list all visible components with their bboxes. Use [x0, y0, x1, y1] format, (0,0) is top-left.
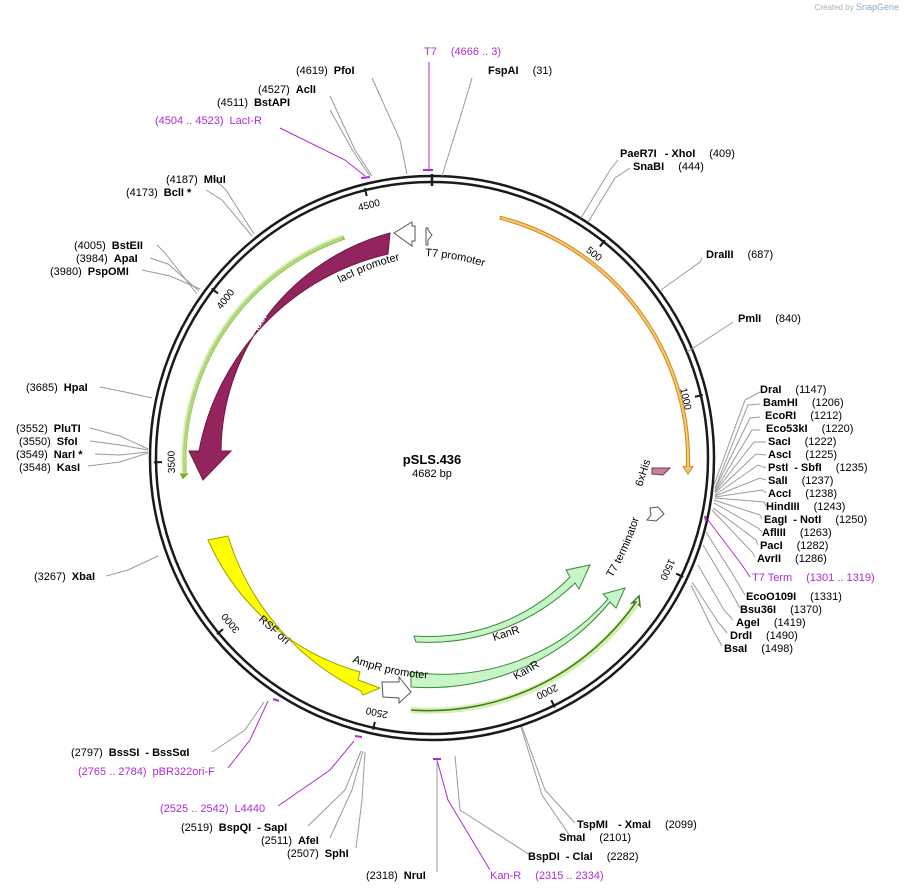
t7-promoter-arrow	[425, 227, 433, 246]
site-hindiii: HindIII(1243)	[766, 501, 845, 513]
scale-tick	[550, 699, 556, 708]
site-sali: SalI(1237)	[768, 475, 833, 487]
ampr-promoter-arrow	[381, 675, 412, 705]
plasmid-length: 4682 bp	[412, 468, 452, 480]
scale-tick-label: 4500	[357, 198, 382, 214]
primer-kan-r: Kan-R(2315 .. 2334)	[490, 870, 604, 882]
orange-orf-arrow	[499, 215, 694, 475]
primer-mark-t7term	[704, 515, 707, 522]
lacI-label: lacI	[250, 312, 269, 333]
primer-pbr322ori-f: (2765 .. 2784)pBR322ori-F	[78, 766, 215, 778]
6xhis-arrow	[651, 467, 672, 476]
primer-mark-laci-r	[360, 176, 371, 179]
site-drdi: DrdI(1490)	[730, 630, 798, 642]
scale-tick	[694, 393, 703, 398]
leader-lines	[87, 62, 767, 872]
t7-terminator-label: T7 terminator	[604, 515, 642, 579]
snapgene-credit: Created by SnapGene	[814, 2, 899, 12]
rsf-ori-arrow	[207, 535, 382, 696]
scale-tick	[216, 628, 224, 635]
site-eagi: EagI- NotI(1250)	[764, 514, 867, 526]
scale-tick	[211, 287, 219, 295]
site-drai: DraI(1147)	[760, 384, 826, 396]
site-bsai: BsaI(1498)	[724, 643, 793, 655]
scale-tick	[599, 239, 606, 248]
site-apai: (3984)ApaI	[76, 253, 138, 265]
site-bstapi: (4511)BstAPI	[217, 97, 290, 109]
scale-tick	[363, 188, 368, 197]
site-sfoi: (3550)SfoI	[19, 436, 78, 448]
site-afliii: AflIII(1263)	[762, 527, 832, 539]
site-acci: AccI(1238)	[768, 488, 837, 500]
site-tspmi: TspMI- XmaI(2099)	[577, 819, 697, 831]
site-eco53ki: Eco53kI(1220)	[766, 423, 853, 435]
kanr-arrow-outer	[410, 587, 626, 689]
site-sphi: (2507)SphI	[287, 848, 349, 860]
scale-tick-label: 3000	[219, 610, 242, 635]
site-paer7i: PaeR7I- XhoI(409)	[620, 148, 735, 160]
lacI-arrow	[188, 232, 391, 481]
kanr-orf-line	[410, 594, 641, 712]
site-xbai: (3267)XbaI	[34, 571, 95, 583]
site-mlui: (4187)MluI	[166, 174, 226, 186]
site-bspqi: (2519)BspQI- SapI	[181, 822, 287, 834]
scale-tick-label: 1500	[657, 557, 677, 582]
plasmid-name: pSLS.436	[403, 452, 462, 467]
site-nrui: (2318)NruI	[366, 870, 426, 882]
site-pmli: PmlI(840)	[738, 313, 801, 325]
site-saci: SacI(1222)	[768, 436, 836, 448]
site-bsssi: (2797)BssSI- BssSαI	[71, 747, 189, 759]
site-ecoo109i: EcoO109I(1331)	[746, 591, 842, 603]
primer-mark-pbr322	[272, 698, 280, 702]
primer-laci-r: (4504 .. 4523)LacI-R	[155, 115, 262, 127]
6xhis-label: 6xHis	[633, 458, 653, 488]
site-ecori: EcoRI(1212)	[765, 410, 842, 422]
site-bsu36i: Bsu36I(1370)	[740, 604, 822, 616]
scale-tick	[675, 572, 684, 578]
site-draiii: DraIII(687)	[706, 249, 773, 261]
site-avrii: AvrII(1286)	[757, 553, 827, 565]
site-psti: PstI- SbfI(1235)	[768, 462, 867, 474]
site-snabi: SnaBI(444)	[633, 161, 704, 173]
snapgene-logo: SnapGene	[855, 2, 899, 12]
site-kasi: (3548)KasI	[19, 462, 80, 474]
primer-l4440: (2525 .. 2542)L4440	[160, 803, 265, 815]
site-fspai: FspAI(31)	[488, 65, 552, 77]
t7-promoter-label: T7 promoter	[425, 247, 487, 269]
site-paci: PacI(1282)	[760, 540, 828, 552]
site-smai: SmaI(2101)	[559, 832, 631, 844]
scale-tick	[372, 721, 376, 730]
scale-tick-label: 3500	[166, 450, 177, 473]
site-bspdi: BspDI- ClaI(2282)	[528, 851, 638, 863]
lacI-promoter-arrow	[393, 221, 416, 247]
site-pfoi: (4619)PfoI	[296, 65, 355, 77]
site-asci: AscI(1225)	[768, 449, 837, 461]
site-afei: (2511)AfeI	[261, 835, 319, 847]
site-pluti: (3552)PluTI	[16, 423, 81, 435]
site-acli: (4527)AclI	[258, 84, 316, 96]
scale-tick-label: 4000	[215, 287, 238, 312]
site-nari: (3549)NarI *	[16, 449, 83, 461]
primer-mark-l4440	[354, 735, 363, 738]
site-bcli: (4173)BclI *	[126, 187, 192, 199]
rsf-ori-label: RSF ori	[256, 613, 292, 647]
site-pspomi: (3980)PspOMI	[50, 266, 129, 278]
ampr-promoter-label: AmpR promoter	[351, 654, 429, 682]
site-bsteii: (4005)BstEII	[74, 240, 143, 252]
site-agei: AgeI(1419)	[736, 617, 806, 629]
site-hpai: (3685)HpaI	[26, 382, 88, 394]
primer-t7-term: T7 Term(1301 .. 1319)	[752, 572, 875, 584]
primer-t7: T7(4666 .. 3)	[424, 46, 501, 58]
scale-tick-label: 2500	[365, 704, 389, 720]
green-orf-glow	[181, 234, 344, 475]
site-bamhi: BamHI(1206)	[763, 397, 844, 409]
kanr-arrow-inner	[413, 564, 591, 643]
t7-terminator-arrow	[646, 506, 665, 522]
